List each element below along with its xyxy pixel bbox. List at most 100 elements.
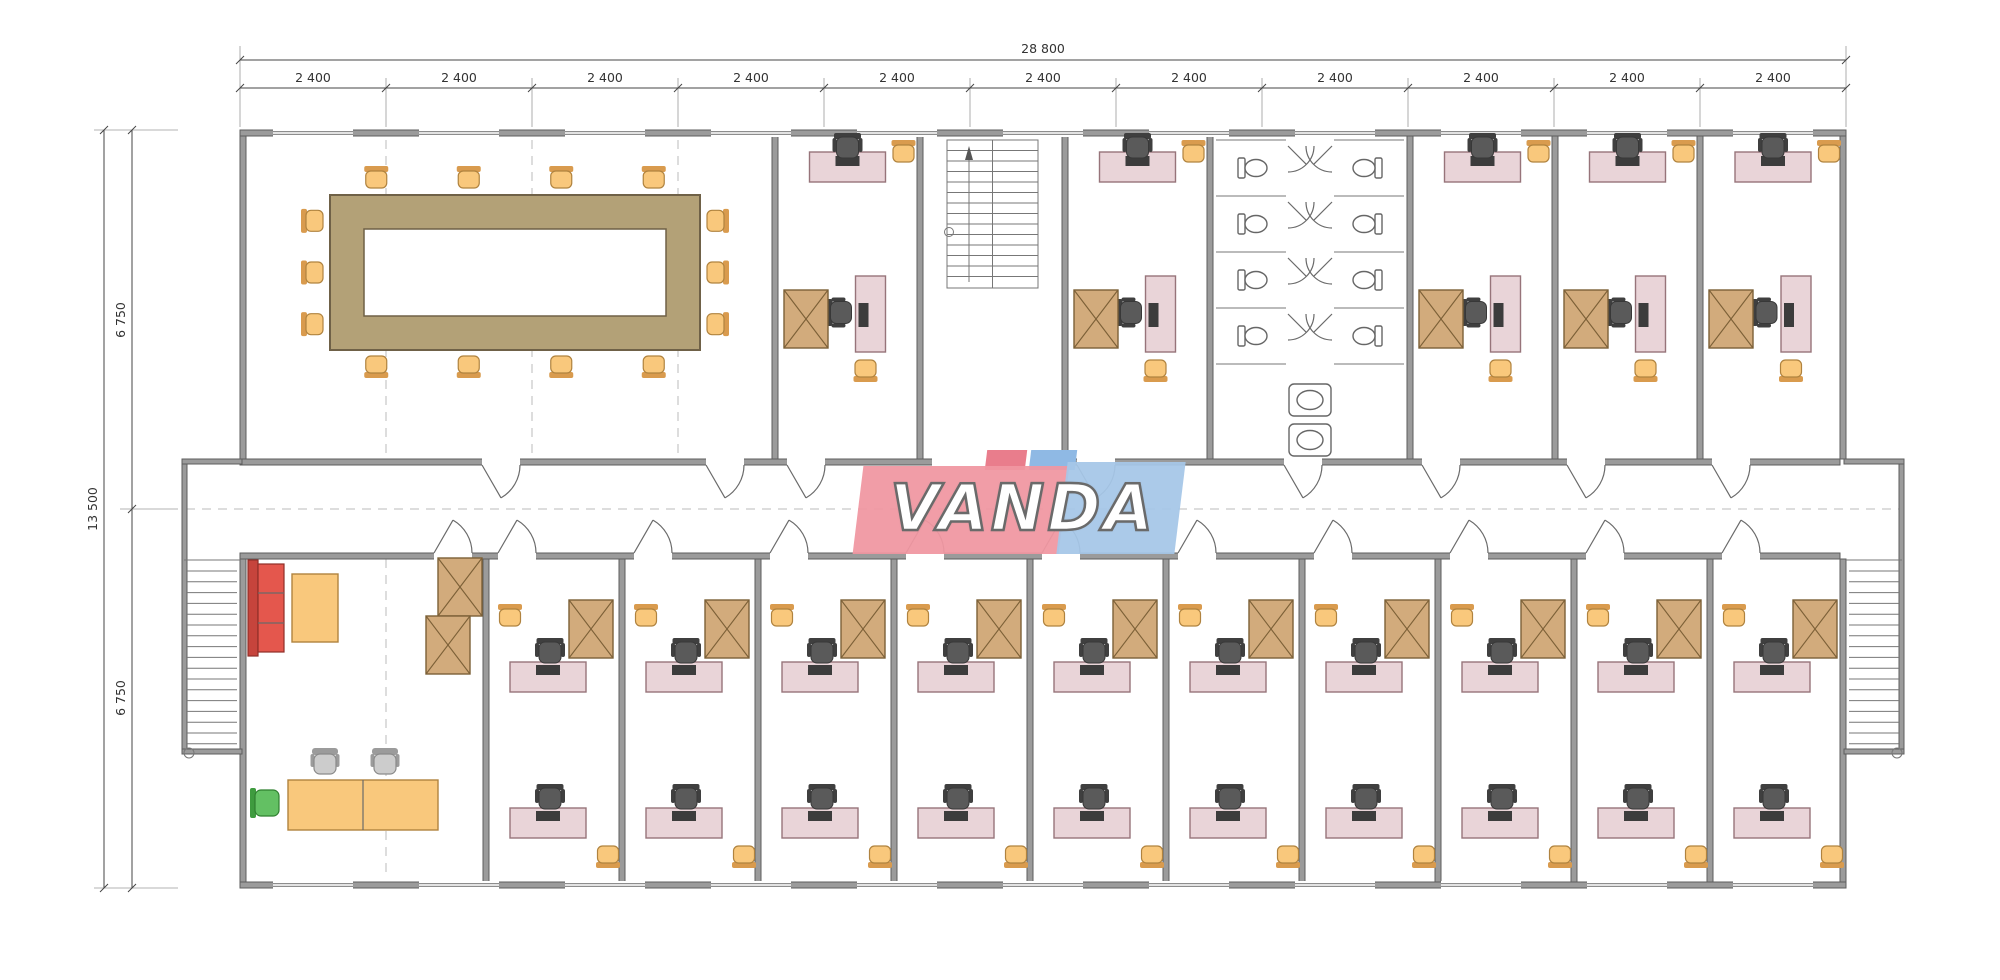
guest-chair-icon xyxy=(1816,139,1842,163)
cabinet-icon xyxy=(425,615,471,675)
cabinet-icon xyxy=(1656,599,1702,659)
guest-chair-icon xyxy=(1180,139,1207,163)
monitor-icon xyxy=(1624,665,1648,675)
cabinet-icon xyxy=(783,289,829,349)
monitor-icon xyxy=(1080,811,1104,821)
half-height-label: 6 750 xyxy=(113,302,128,338)
guest-chair-icon xyxy=(1585,603,1611,627)
monitor-icon xyxy=(1080,665,1104,675)
office-chair-icon xyxy=(1751,297,1778,328)
conference-chair-icon xyxy=(300,208,324,234)
guest-chair-icon xyxy=(1139,845,1165,869)
office-chair-icon xyxy=(1758,637,1790,664)
cabinet-icon xyxy=(1112,599,1158,659)
guest-chair-icon xyxy=(769,603,795,627)
guest-chair-icon xyxy=(1041,603,1067,627)
office-chair-icon xyxy=(806,783,838,810)
total-height-label: 13 500 xyxy=(85,487,100,531)
bay-dimension-label: 2 400 xyxy=(1463,70,1499,85)
monitor-icon xyxy=(1216,811,1240,821)
guest-chair-icon xyxy=(852,359,879,383)
monitor-icon xyxy=(1352,665,1376,675)
monitor-icon xyxy=(1784,303,1794,327)
guest-chair-icon xyxy=(1819,845,1845,869)
office-furniture xyxy=(1721,599,1845,869)
monitor-icon xyxy=(1760,665,1784,675)
cabinet-icon xyxy=(704,599,750,659)
cabinet-icon xyxy=(840,599,886,659)
guest-chair-icon xyxy=(1313,603,1339,627)
office-chair-icon xyxy=(1461,297,1487,328)
guest-chair-icon xyxy=(1275,845,1301,869)
conference-chair-icon xyxy=(300,259,324,286)
office-chair-icon xyxy=(534,637,566,664)
office-furniture xyxy=(1177,599,1301,869)
monitor-icon xyxy=(1760,811,1784,821)
office-furniture xyxy=(1041,599,1165,869)
monitor-icon xyxy=(1125,156,1150,166)
monitor-icon xyxy=(808,665,832,675)
conference-chair-icon xyxy=(363,355,389,379)
toilet-fixtures xyxy=(1216,139,1404,457)
toilet-icon xyxy=(1237,213,1268,235)
toilet-icon xyxy=(1237,157,1268,179)
guest-chair-icon xyxy=(867,845,893,869)
monitor-icon xyxy=(1488,811,1512,821)
toilet-icon xyxy=(1237,325,1268,347)
toilet-icon xyxy=(1352,325,1383,347)
bay-dimension-label: 2 400 xyxy=(733,70,769,85)
monitor-icon xyxy=(672,665,696,675)
office-chair-icon xyxy=(1606,297,1632,328)
half-height-label: 6 750 xyxy=(113,680,128,716)
guest-chair-icon xyxy=(1177,603,1203,627)
monitor-icon xyxy=(944,811,968,821)
office-chair-icon xyxy=(670,783,702,810)
office-chair-icon xyxy=(534,783,566,810)
monitor-icon xyxy=(1615,156,1640,166)
office-furniture xyxy=(783,132,917,383)
monitor-icon xyxy=(672,811,696,821)
toilet-room xyxy=(1216,139,1404,457)
office-chair-icon xyxy=(1758,783,1790,810)
monitor-icon xyxy=(1216,665,1240,675)
office-chair-icon xyxy=(1116,297,1142,328)
bay-dimension-label: 2 400 xyxy=(1317,70,1353,85)
monitor-icon xyxy=(1352,811,1376,821)
cabinet-icon xyxy=(568,599,614,659)
office-furniture xyxy=(497,599,621,869)
guest-chair-icon xyxy=(1683,845,1709,869)
cabinet-icon xyxy=(1418,289,1464,349)
office-chair-icon xyxy=(1078,637,1110,664)
office-chair-icon xyxy=(1486,637,1518,664)
guest-chair-icon xyxy=(1670,139,1697,163)
total-width-label: 28 800 xyxy=(1021,41,1065,56)
bay-dimension-label: 2 400 xyxy=(1171,70,1207,85)
office-chair-icon xyxy=(1350,637,1382,664)
office-chair-icon xyxy=(1214,783,1246,810)
office-furniture xyxy=(1418,132,1552,383)
office-chair-icon xyxy=(1486,783,1518,810)
office-chair-icon xyxy=(1467,132,1498,159)
conference-chair-icon xyxy=(641,355,667,379)
guest-chair-icon xyxy=(1778,359,1804,383)
conference-chair-icon xyxy=(548,165,574,189)
monitor-icon xyxy=(1493,303,1504,327)
office-furniture xyxy=(1073,132,1207,383)
conference-room-furniture xyxy=(300,165,730,379)
sink-icon xyxy=(1288,423,1332,457)
guest-chair-icon xyxy=(1547,845,1573,869)
office-chair-icon xyxy=(309,747,341,775)
conference-chair-icon xyxy=(706,208,730,234)
toilet-icon xyxy=(1352,213,1383,235)
conference-chair-icon xyxy=(456,165,482,189)
guest-chair-icon xyxy=(497,603,523,627)
furniture xyxy=(247,132,1845,869)
bay-dimension-label: 2 400 xyxy=(441,70,477,85)
office-chair-icon xyxy=(1350,783,1382,810)
guest-chair-icon xyxy=(1721,603,1747,627)
cabinet-icon xyxy=(1248,599,1294,659)
right-wing-staircase xyxy=(1846,559,1903,759)
sink-icon xyxy=(1288,383,1332,417)
